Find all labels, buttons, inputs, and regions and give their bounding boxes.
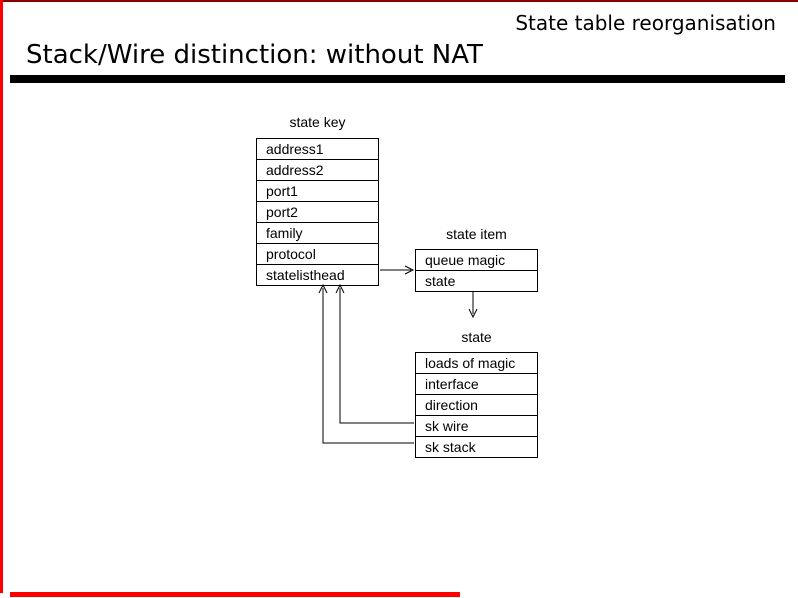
- state-item-label: state item: [446, 226, 507, 242]
- state-table: loads of magic interface direction sk wi…: [415, 352, 538, 458]
- table-row: protocol: [257, 244, 378, 265]
- title-rule: [10, 75, 785, 83]
- state-label: state: [461, 329, 492, 345]
- table-row: sk stack: [425, 439, 476, 455]
- state-key-label: state key: [289, 114, 346, 130]
- progress-bar: [10, 592, 460, 597]
- table-row: interface: [416, 374, 537, 395]
- state-key-table: address1 address2 port1 port2 family pro…: [256, 138, 379, 286]
- top-border-line: [0, 0, 798, 2]
- table-row: address2: [257, 160, 378, 181]
- table-row: family: [257, 223, 378, 244]
- table-row: port2: [257, 202, 378, 223]
- table-row: state: [425, 273, 456, 289]
- table-row: loads of magic: [416, 353, 537, 374]
- slide-title: Stack/Wire distinction: without NAT: [26, 40, 483, 70]
- presentation-title: State table reorganisation: [515, 11, 776, 35]
- table-row: port1: [257, 181, 378, 202]
- table-row: direction: [416, 395, 537, 416]
- table-row: queue magic: [416, 250, 537, 271]
- table-row: address1: [257, 139, 378, 160]
- table-row: sk wire: [416, 416, 537, 437]
- left-border-line: [0, 0, 3, 593]
- table-row: statelisthead: [266, 267, 345, 283]
- state-item-table: queue magic state: [415, 249, 538, 292]
